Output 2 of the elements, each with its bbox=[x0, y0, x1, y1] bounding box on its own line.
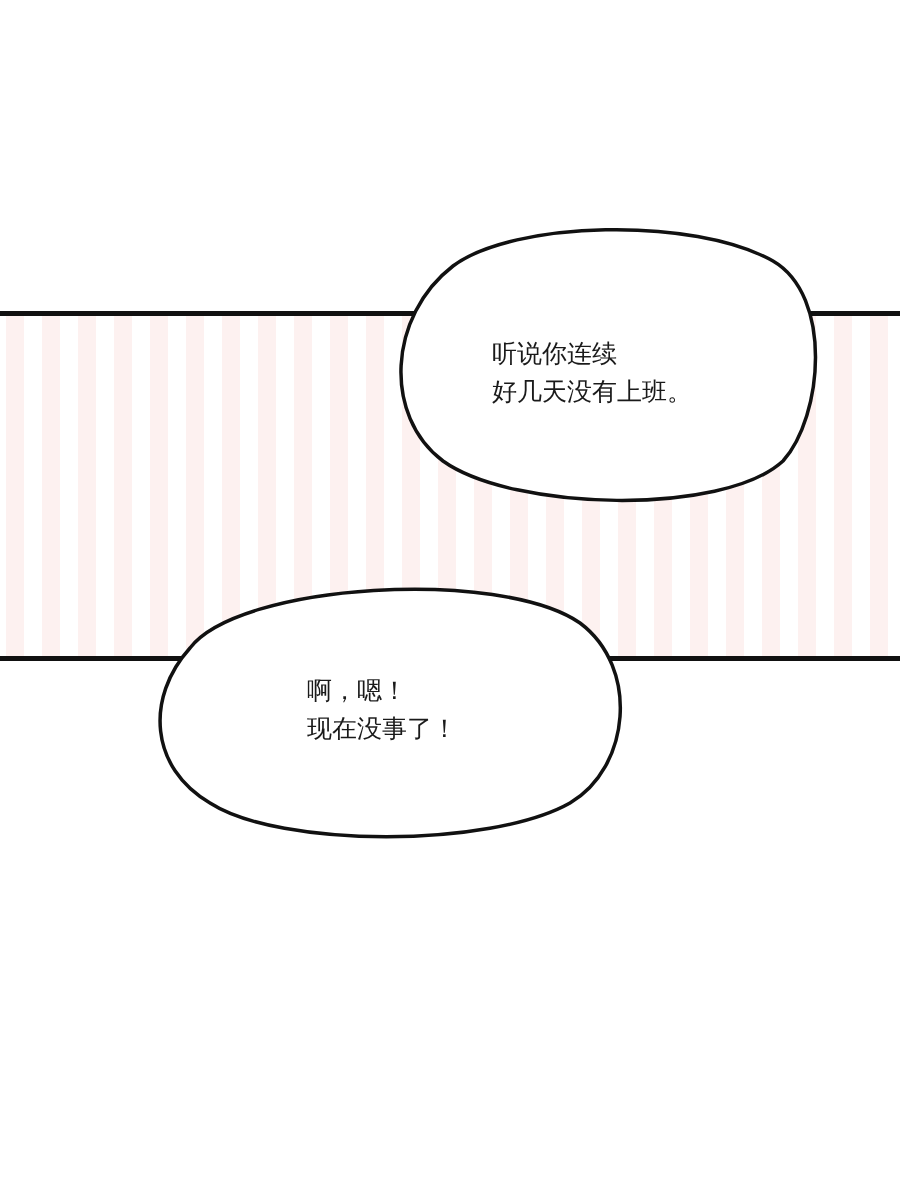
speech-text: 听说你连续好几天没有上班。 bbox=[492, 338, 692, 408]
speech-text: 啊，嗯！现在没事了！ bbox=[307, 675, 457, 745]
